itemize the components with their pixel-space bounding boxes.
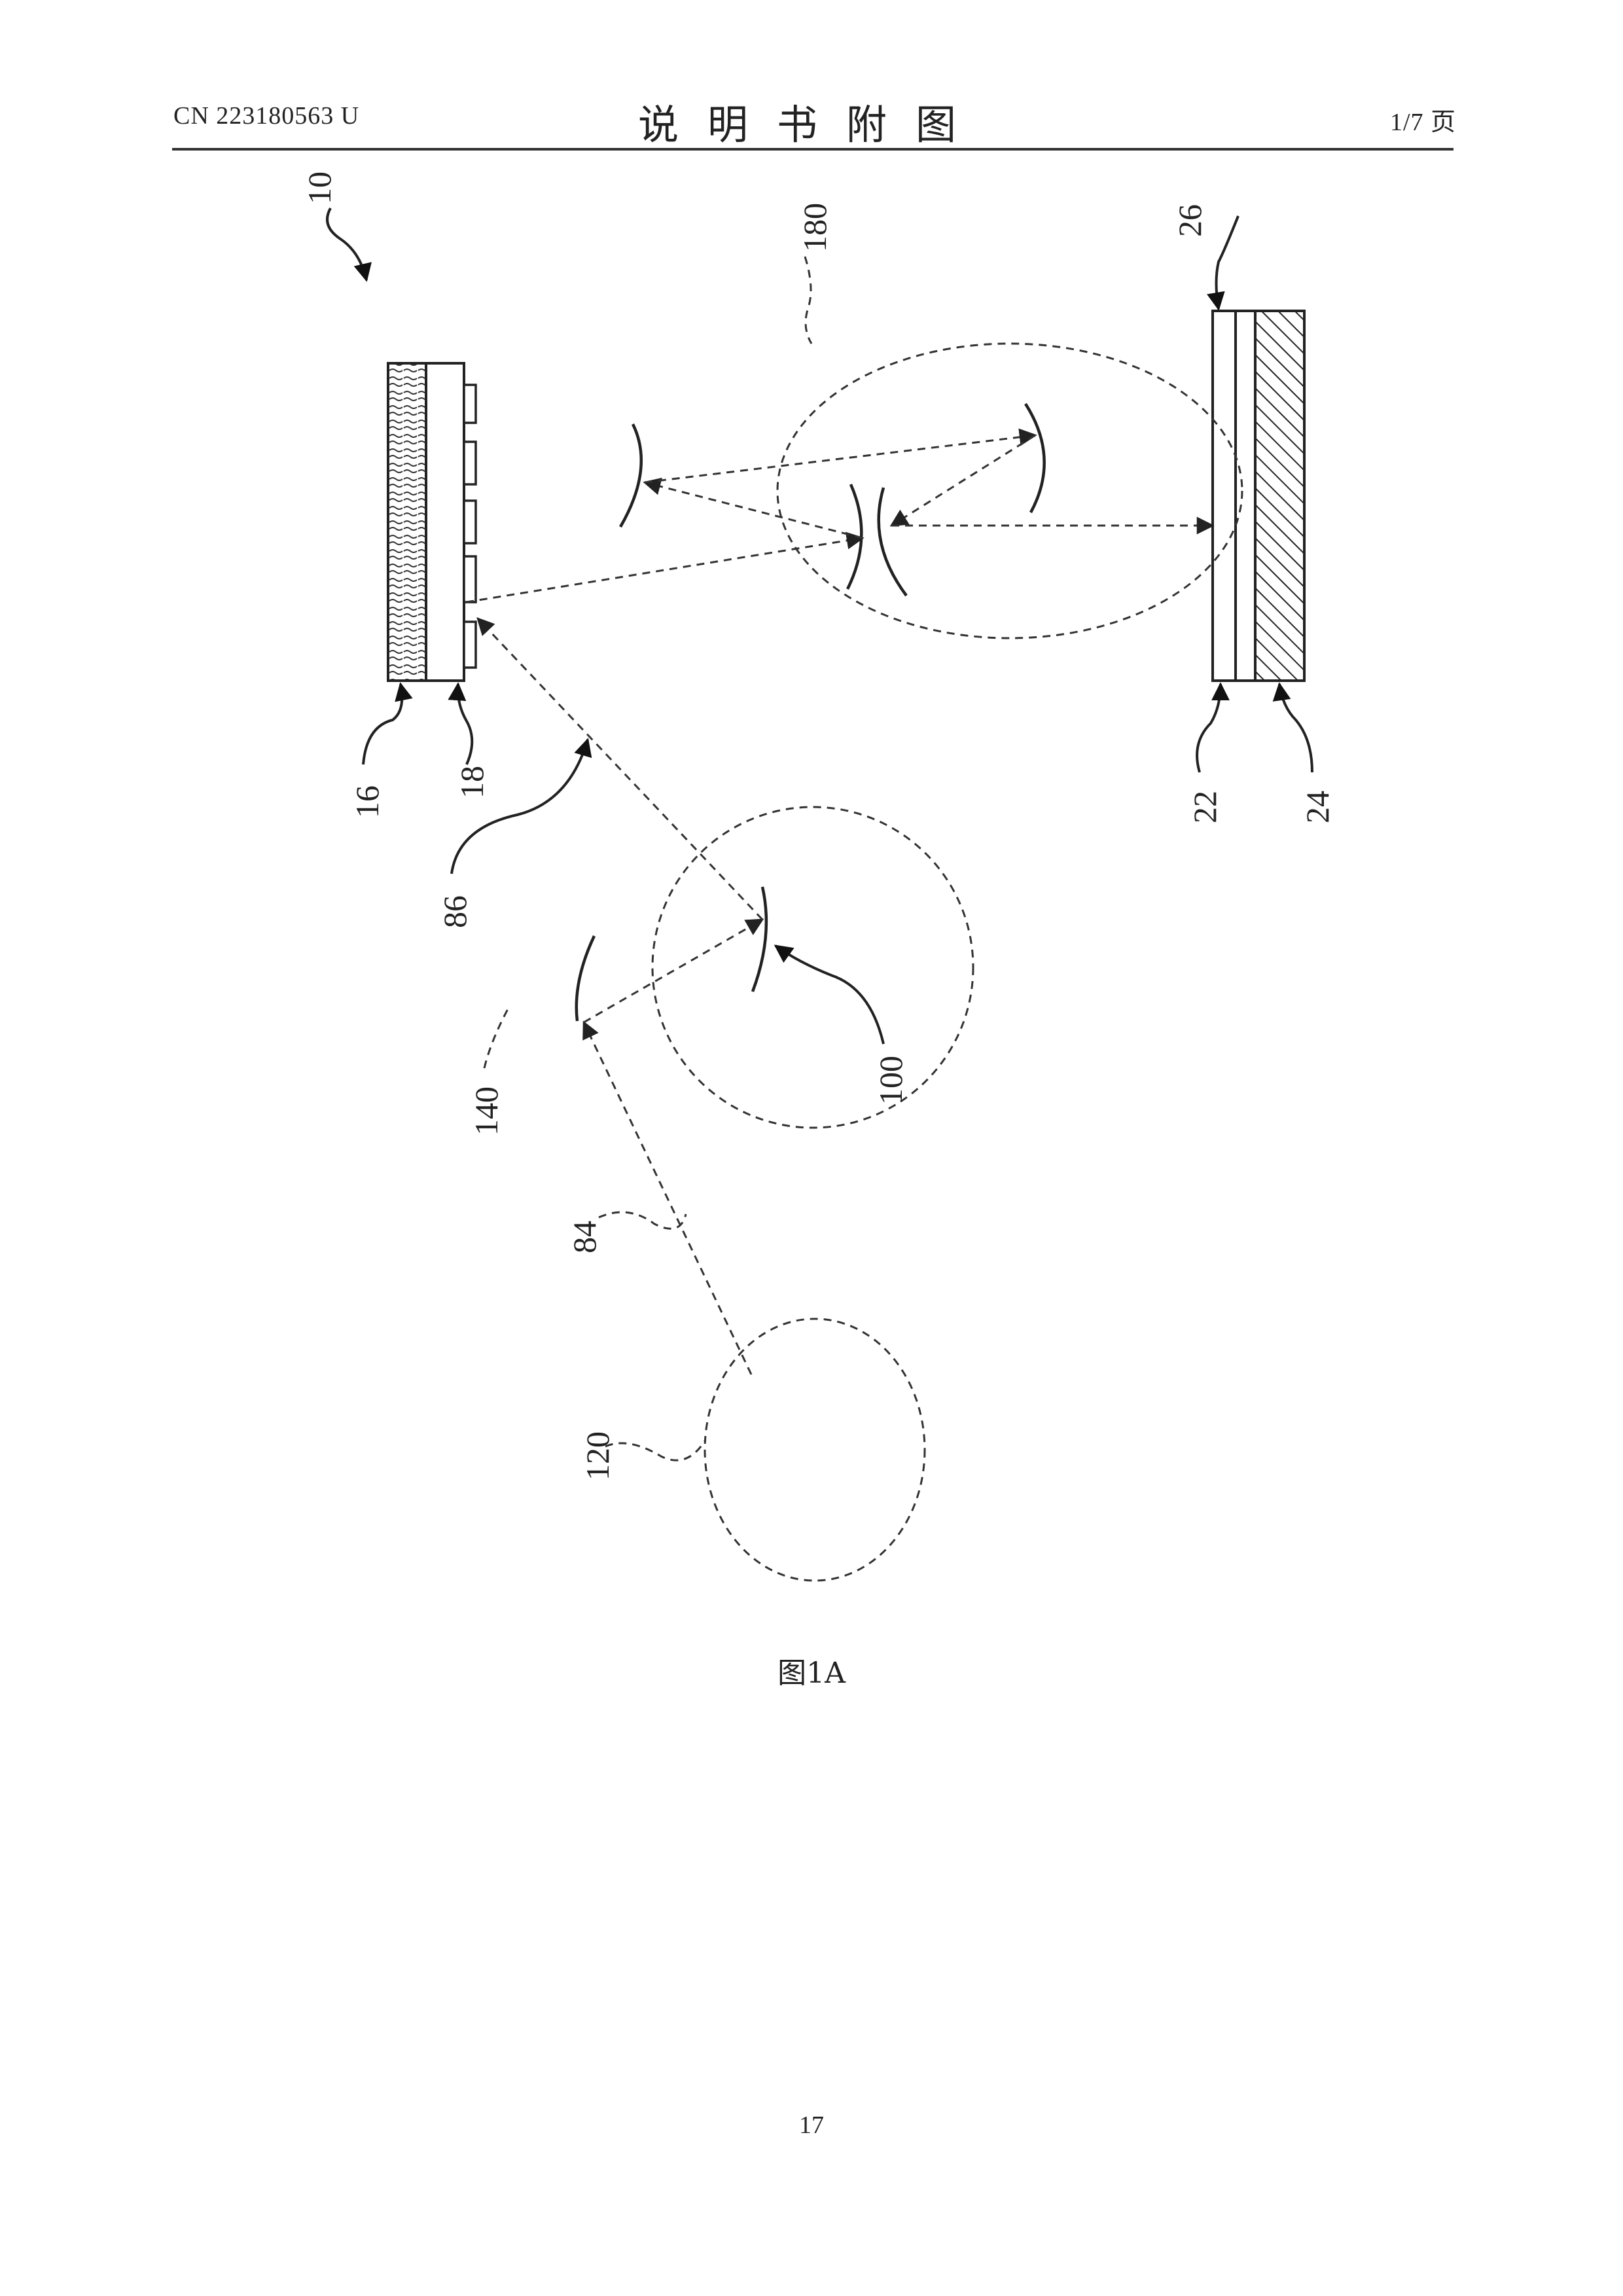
ref-16: 16: [349, 785, 385, 818]
path-86: [478, 619, 762, 920]
figure-caption: 图1A: [0, 1649, 1623, 1691]
lens-group-180-boundary: [777, 344, 1242, 638]
leader-26: [1217, 216, 1239, 309]
ref-140: 140: [468, 1086, 505, 1136]
path-84: [584, 1022, 751, 1374]
lens-180-left: [620, 424, 641, 527]
dashed-leaders: [484, 257, 812, 1460]
ref-24: 24: [1299, 791, 1336, 823]
ref-26: 26: [1171, 204, 1208, 237]
leader-16: [363, 684, 402, 764]
leader-10: [327, 208, 366, 280]
leader-180: [805, 257, 812, 344]
ref-84: 84: [566, 1221, 603, 1253]
leader-86: [452, 740, 588, 874]
page-number: 17: [0, 2111, 1623, 2140]
lens-180-mid-b: [879, 488, 906, 596]
lens-140-right: [753, 887, 766, 992]
leader-84: [599, 1212, 686, 1229]
leader-120: [605, 1440, 705, 1460]
panel-pixels: [464, 385, 476, 668]
leader-22: [1197, 684, 1221, 772]
receiver-panel: [1213, 311, 1304, 681]
receiver-layer-22: [1213, 311, 1236, 681]
leader-24: [1279, 684, 1312, 772]
ref-100: 100: [872, 1056, 909, 1105]
leader-18: [458, 684, 473, 764]
panel-layer-16: [388, 363, 426, 681]
panel-layer-18: [426, 363, 464, 681]
lens-140-left: [577, 936, 594, 1021]
source-120-boundary: [705, 1319, 925, 1581]
receiver-layer-24: [1255, 311, 1304, 681]
ref-18: 18: [454, 766, 490, 798]
ref-180: 180: [796, 203, 833, 252]
ref-10: 10: [301, 171, 338, 204]
leader-140: [484, 1007, 509, 1068]
ref-86: 86: [437, 895, 473, 928]
leader-100: [776, 946, 883, 1044]
display-panel: [388, 363, 476, 681]
ref-120: 120: [579, 1431, 616, 1480]
lens-180-left-focal: [1026, 404, 1044, 512]
ref-22: 22: [1186, 791, 1223, 823]
